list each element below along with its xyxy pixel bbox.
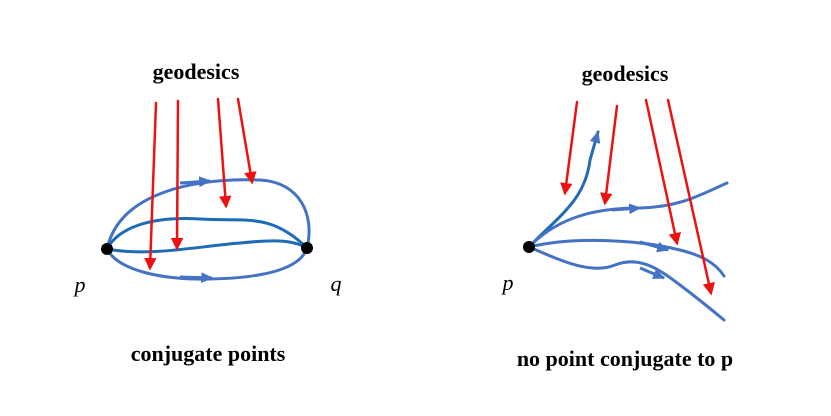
geodesic-outer-top [105,178,311,251]
geodesic-lower-arrow [639,266,666,280]
geodesic-outer-top-arrow [179,176,212,188]
right-title: geodesics [582,61,669,86]
left-panel: geodesics p q conjugate points [73,59,342,366]
label-q: q [331,271,342,296]
point-q [301,242,313,254]
geodesic-upper-arrow [611,203,642,215]
variation-vector-4 [236,97,257,185]
geodesic-upper [527,181,729,249]
left-caption: conjugate points [131,341,286,366]
geodesic-middle-arrow [639,240,670,253]
geodesic-middle-upper [105,217,309,251]
geodesic-middle-lower [105,239,309,254]
geodesic-lower [527,245,726,322]
variation-vector-2 [170,99,184,251]
variation-vector-r1 [560,100,579,196]
left-title: geodesics [153,59,240,84]
variation-vector-r4 [666,98,715,296]
point-p-left [101,243,113,255]
variation-vector-1 [144,101,158,271]
label-p-left: p [73,272,86,297]
right-panel: geodesics p no point conjugate to p [501,61,734,371]
variation-vector-3 [216,97,232,209]
geodesic-outer-bottom-arrow [179,272,214,284]
geodesic-steep [527,130,601,249]
right-caption: no point conjugate to p [517,346,733,371]
variation-vector-r2 [600,104,619,206]
label-p-right: p [501,270,514,295]
variation-vector-r3 [644,98,681,246]
point-p-right [523,241,535,253]
